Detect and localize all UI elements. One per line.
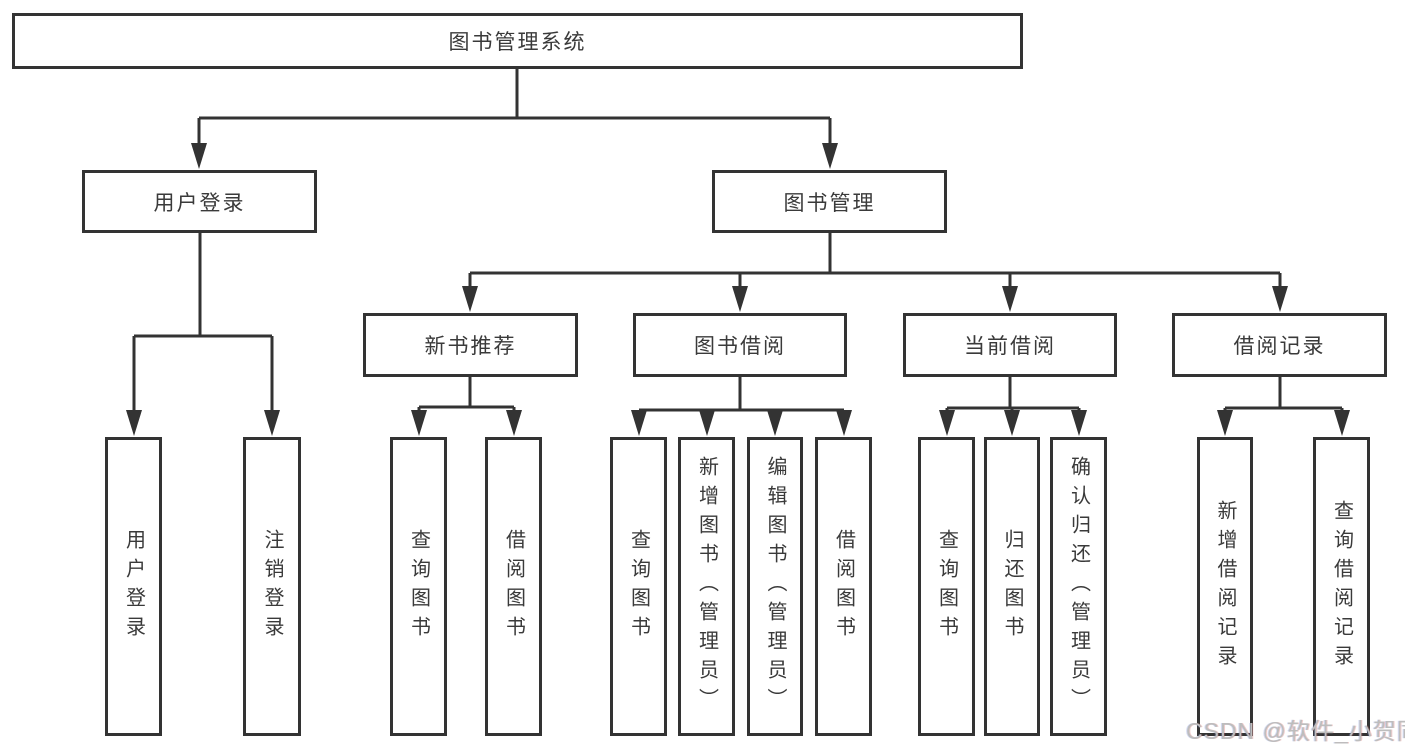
node-book-borrow: 图书借阅 xyxy=(633,313,847,377)
node-current-borrow-label: 当前借阅 xyxy=(964,335,1056,358)
node-leaf-query-borrow-record-label: 查询借阅记录 xyxy=(1330,499,1353,674)
node-book-management: 图书管理 xyxy=(712,170,947,233)
connector-bookmgmt-children xyxy=(462,233,1288,312)
node-leaf-query-books-recommend: 查询图书 xyxy=(390,437,447,736)
node-leaf-edit-book-admin-label: 编辑图书（管理员） xyxy=(764,456,786,717)
node-leaf-borrow-books-recommend-label: 借阅图书 xyxy=(502,528,525,645)
node-borrow-records-label: 借阅记录 xyxy=(1233,335,1326,358)
node-leaf-borrow-books: 借阅图书 xyxy=(815,437,872,736)
node-new-book-recommend-label: 新书推荐 xyxy=(424,335,517,358)
node-leaf-user-login-label: 用户登录 xyxy=(122,528,145,645)
node-leaf-return-books: 归还图书 xyxy=(984,437,1040,736)
node-library-system-label: 图书管理系统 xyxy=(448,31,587,54)
connector-currentborrow-children xyxy=(939,377,1087,436)
node-leaf-confirm-return-admin-label: 确认归还（管理员） xyxy=(1067,456,1090,717)
node-leaf-borrow-books-label: 借阅图书 xyxy=(832,528,855,645)
node-leaf-logout-label: 注销登录 xyxy=(261,528,283,645)
node-leaf-query-books-current: 查询图书 xyxy=(918,437,975,736)
node-leaf-query-books-borrow-label: 查询图书 xyxy=(627,528,650,645)
node-leaf-add-borrow-record: 新增借阅记录 xyxy=(1197,437,1253,736)
node-new-book-recommend: 新书推荐 xyxy=(363,313,578,377)
node-borrow-records: 借阅记录 xyxy=(1172,313,1387,377)
node-user-login-label: 用户登录 xyxy=(153,191,246,215)
node-leaf-borrow-books-recommend: 借阅图书 xyxy=(485,437,542,736)
node-leaf-edit-book-admin: 编辑图书（管理员） xyxy=(747,437,803,736)
node-leaf-confirm-return-admin: 确认归还（管理员） xyxy=(1050,437,1107,736)
connector-userlogin-children xyxy=(126,233,280,436)
node-leaf-user-login: 用户登录 xyxy=(105,437,162,736)
node-leaf-add-borrow-record-label: 新增借阅记录 xyxy=(1214,499,1236,674)
node-user-login: 用户登录 xyxy=(82,170,317,233)
node-book-management-label: 图书管理 xyxy=(783,191,876,215)
node-library-system: 图书管理系统 xyxy=(12,13,1023,69)
node-leaf-query-borrow-record: 查询借阅记录 xyxy=(1313,437,1370,736)
csdn-watermark: CSDN @软件_小贺同学 xyxy=(1186,718,1405,744)
node-leaf-logout: 注销登录 xyxy=(243,437,301,736)
connector-borrowrecords-children xyxy=(1217,377,1350,436)
connector-bookborrow-children xyxy=(631,377,852,436)
connector-newbook-children xyxy=(411,377,522,436)
node-leaf-query-books-current-label: 查询图书 xyxy=(935,528,958,645)
node-current-borrow: 当前借阅 xyxy=(903,313,1117,377)
node-leaf-add-book-admin-label: 新增图书（管理员） xyxy=(695,456,718,717)
node-leaf-add-book-admin: 新增图书（管理员） xyxy=(678,437,735,736)
node-leaf-query-books-recommend-label: 查询图书 xyxy=(407,528,430,645)
node-leaf-query-books-borrow: 查询图书 xyxy=(610,437,667,736)
node-leaf-return-books-label: 归还图书 xyxy=(1001,528,1023,645)
node-book-borrow-label: 图书借阅 xyxy=(694,335,786,358)
connector-root-to-level2 xyxy=(191,69,838,169)
